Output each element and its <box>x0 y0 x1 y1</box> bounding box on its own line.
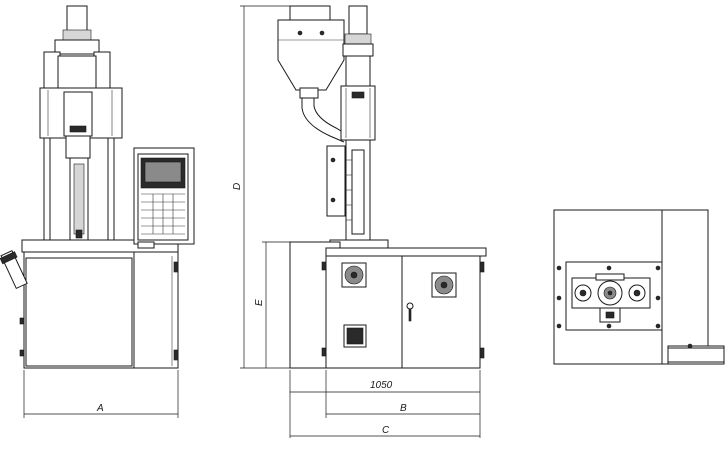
side-view: D E 1050 B C <box>232 5 487 438</box>
dimension-1050-label: 1050 <box>370 380 393 391</box>
dimension-b-label: B <box>400 403 407 414</box>
dimension-a-label: A <box>96 403 104 414</box>
top-view <box>553 209 725 365</box>
dimension-e-label: E <box>254 299 265 306</box>
dimension-d-label: D <box>232 183 243 190</box>
dimension-c-label: C <box>382 425 390 436</box>
front-view: A <box>0 5 195 418</box>
